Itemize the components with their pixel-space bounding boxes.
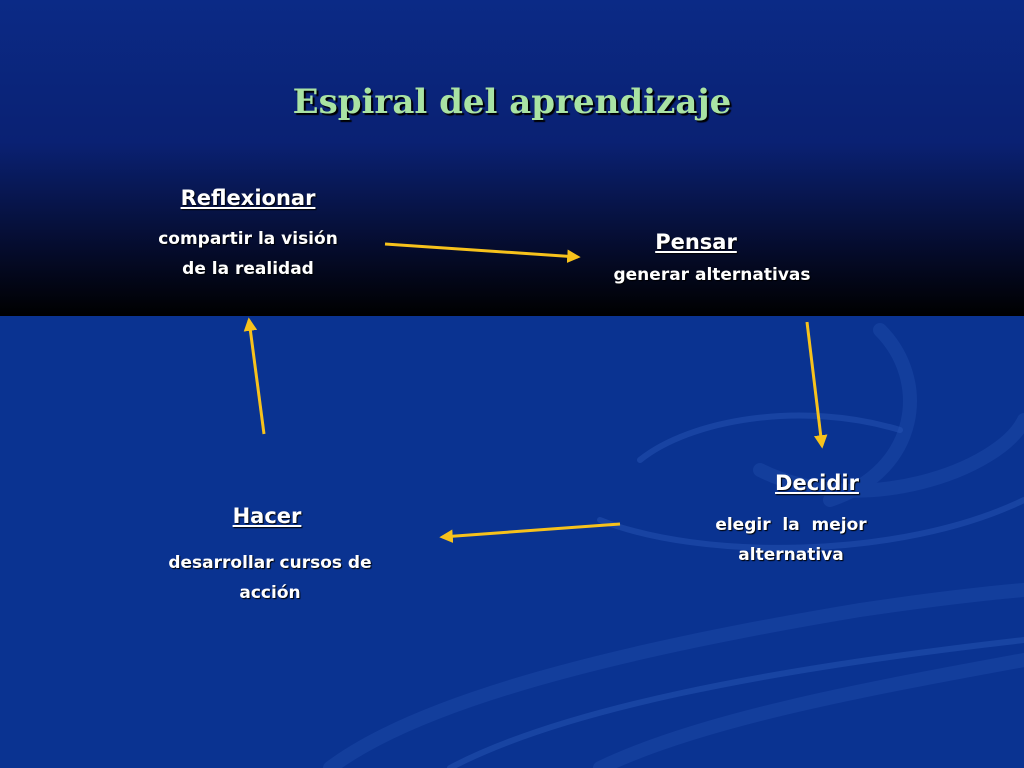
node-text-pensar: generar alternativas bbox=[582, 260, 842, 290]
node-line: elegir la mejor bbox=[715, 515, 867, 535]
node-line: compartir la visión bbox=[158, 229, 338, 249]
top-gradient-band bbox=[0, 0, 1024, 316]
node-title-decidir: Decidir bbox=[775, 471, 859, 495]
arrow-pensar-to-decidir bbox=[805, 321, 828, 449]
arrow-reflexionar-to-pensar bbox=[384, 242, 581, 264]
node-line: de la realidad bbox=[182, 259, 314, 279]
slide-title: Espiral del aprendizaje bbox=[292, 82, 732, 122]
node-line: alternativa bbox=[738, 545, 844, 565]
node-text-decidir: elegir la mejor alternativa bbox=[666, 510, 916, 570]
node-text-hacer: desarrollar cursos de acción bbox=[140, 548, 400, 608]
node-title-hacer: Hacer bbox=[232, 504, 302, 528]
arrow-hacer-to-reflexionar bbox=[243, 317, 266, 435]
node-line: desarrollar cursos de bbox=[168, 553, 372, 573]
node-title-reflexionar: Reflexionar bbox=[180, 186, 316, 210]
node-line: acción bbox=[239, 583, 301, 603]
node-text-reflexionar: compartir la visión de la realidad bbox=[118, 224, 378, 284]
node-line: generar alternativas bbox=[613, 265, 811, 285]
node-title-pensar: Pensar bbox=[655, 230, 737, 254]
arrow-decidir-to-hacer bbox=[439, 522, 621, 543]
